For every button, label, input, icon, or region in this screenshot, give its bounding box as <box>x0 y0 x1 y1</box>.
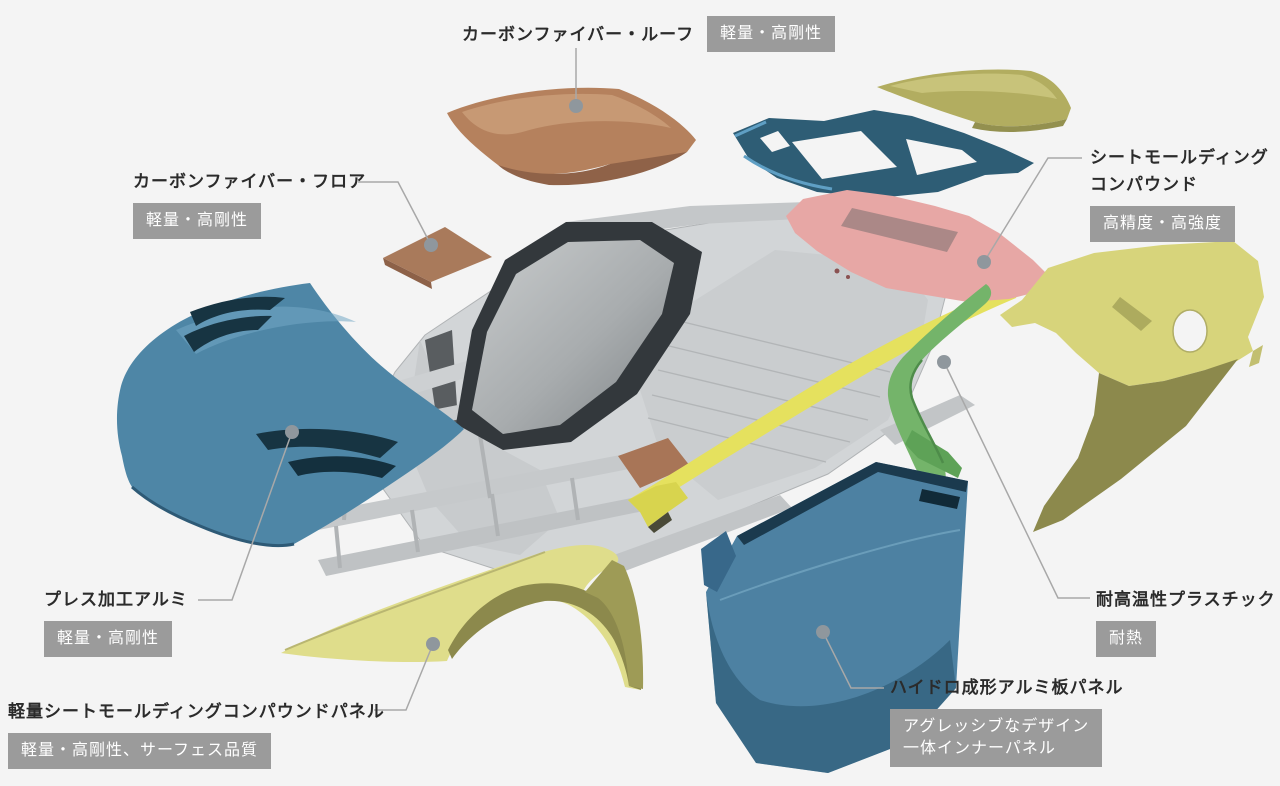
side-sill-foot <box>628 482 688 527</box>
hood-vent-upper-1 <box>190 296 285 326</box>
hood-part <box>116 283 464 548</box>
label-hydroformed-badge-line2: 一体インナーパネル <box>903 740 1056 757</box>
quarter-panel-crease <box>1112 297 1152 331</box>
fender-top-edge <box>284 551 546 651</box>
door-window-slot <box>919 489 960 509</box>
leader-dot-hydro <box>816 625 830 639</box>
leader-dots <box>285 99 991 651</box>
roof-panel-highlight <box>462 93 671 135</box>
subframe-rail-bottom <box>318 494 658 576</box>
label-smc-title-line1: シートモールディング <box>1090 148 1269 167</box>
leader-lines <box>198 48 1090 711</box>
front-fender-part <box>281 545 644 690</box>
door-highlight-crease <box>719 529 961 601</box>
chassis-rear-deck <box>640 250 928 500</box>
label-hydroformed-badge-line1: アグレッシブなデザイン <box>903 718 1090 735</box>
label-heat-plastic: 耐高温性プラスチック 耐熱 <box>1096 586 1276 657</box>
label-smc-panel: 軽量シートモールディングコンパウンドパネル 軽量・高剛性、サーフェス品質 <box>8 698 385 769</box>
side-sill-foot-tip <box>648 512 672 533</box>
leader-dot-roof <box>569 99 583 113</box>
fender-arch-shadow <box>448 583 641 690</box>
label-heat-plastic-badge: 耐熱 <box>1096 621 1157 657</box>
deck-lid-highlight <box>890 73 1057 99</box>
carbon-fiber-roof-part <box>447 87 696 186</box>
leader-panel <box>374 643 434 711</box>
hood-sheen <box>176 306 356 354</box>
label-hydroformed-panel: ハイドロ成形アルミ板パネル アグレッシブなデザイン 一体インナーパネル <box>890 674 1124 767</box>
rear-hatch-frame-part <box>733 110 1034 198</box>
label-carbon-roof-badge: 軽量・高剛性 <box>707 16 836 52</box>
label-smc-badge: 高精度・高強度 <box>1090 206 1236 242</box>
label-carbon-roof: カーボンファイバー・ルーフ 軽量・高剛性 <box>462 16 836 52</box>
smc-bulkhead-trough <box>841 208 958 252</box>
hood-vent-upper-2 <box>184 315 272 352</box>
rear-frame-accent-2 <box>734 120 767 138</box>
rear-deck-lid-part <box>877 69 1071 132</box>
floor-panel <box>383 227 492 282</box>
leader-dot-floor <box>424 238 438 252</box>
label-smc-panel-badge: 軽量・高剛性、サーフェス品質 <box>8 733 272 769</box>
rear-frame-hole-3 <box>760 131 790 152</box>
leader-dot-pressed <box>285 425 299 439</box>
leader-pressed <box>198 431 293 601</box>
label-pressed-aluminum: プレス加工アルミ 軽量・高剛性 <box>44 586 188 657</box>
pillar-vein <box>909 359 945 464</box>
label-hydroformed-panel-title: ハイドロ成形アルミ板パネル <box>890 678 1124 697</box>
rear-frame-hole-2 <box>906 139 977 175</box>
label-carbon-roof-title: カーボンファイバー・ルーフ <box>462 24 695 44</box>
hood-bottom-edge <box>131 485 295 548</box>
label-carbon-floor: カーボンファイバー・フロア 軽量・高剛性 <box>133 168 366 239</box>
subframe-rail-top <box>300 452 644 532</box>
chassis-floor-brown-patch <box>618 438 690 488</box>
label-smc-title-line2: コンパウンド <box>1090 175 1198 194</box>
smc-bulkhead-hole-1 <box>834 268 840 274</box>
pillar-leg <box>905 430 962 478</box>
rear-frame-accent-1 <box>743 154 833 191</box>
quarter-panel-part <box>1000 241 1264 532</box>
label-heat-plastic-title: 耐高温性プラスチック <box>1096 590 1276 609</box>
leader-heat <box>943 361 1090 599</box>
quarter-panel-fuel-hole <box>1172 309 1208 353</box>
rear-frame-hole-1 <box>792 131 897 179</box>
hood-vent-lower-2 <box>288 456 396 478</box>
smc-bulkhead-hole-2 <box>846 275 850 279</box>
quarter-panel-flap <box>1249 345 1263 367</box>
fender-panel <box>281 545 641 690</box>
smc-bulkhead-part <box>786 190 1048 302</box>
leader-smc <box>983 157 1082 263</box>
windshield-glass <box>472 240 674 434</box>
leader-dot-panel <box>426 637 440 651</box>
label-smc: シートモールディング コンパウンド 高精度・高強度 <box>1090 144 1269 242</box>
leader-dot-heat <box>937 355 951 369</box>
roof-panel-lip <box>498 152 687 186</box>
label-smc-panel-title: 軽量シートモールディングコンパウンドパネル <box>8 702 385 721</box>
door-hinge-flag <box>701 531 736 592</box>
leader-hydro <box>822 631 884 689</box>
label-carbon-floor-badge: 軽量・高剛性 <box>133 203 262 239</box>
deck-lid-lip <box>972 119 1067 132</box>
quarter-panel-lower <box>1033 359 1238 532</box>
label-pressed-aluminum-badge: 軽量・高剛性 <box>44 621 173 657</box>
label-pressed-aluminum-title: プレス加工アルミ <box>44 590 188 609</box>
chassis-rocker-beam <box>600 495 792 576</box>
label-hydroformed-panel-badge: アグレッシブなデザイン 一体インナーパネル <box>890 709 1103 767</box>
fender-rear-post <box>585 560 644 689</box>
carbon-fiber-floor-part <box>383 227 492 289</box>
door-top-edge <box>737 462 968 545</box>
leader-dot-smc <box>977 255 991 269</box>
leader-floor <box>358 181 432 246</box>
label-carbon-floor-title: カーボンファイバー・フロア <box>133 172 367 191</box>
floor-panel-edge <box>383 258 432 289</box>
